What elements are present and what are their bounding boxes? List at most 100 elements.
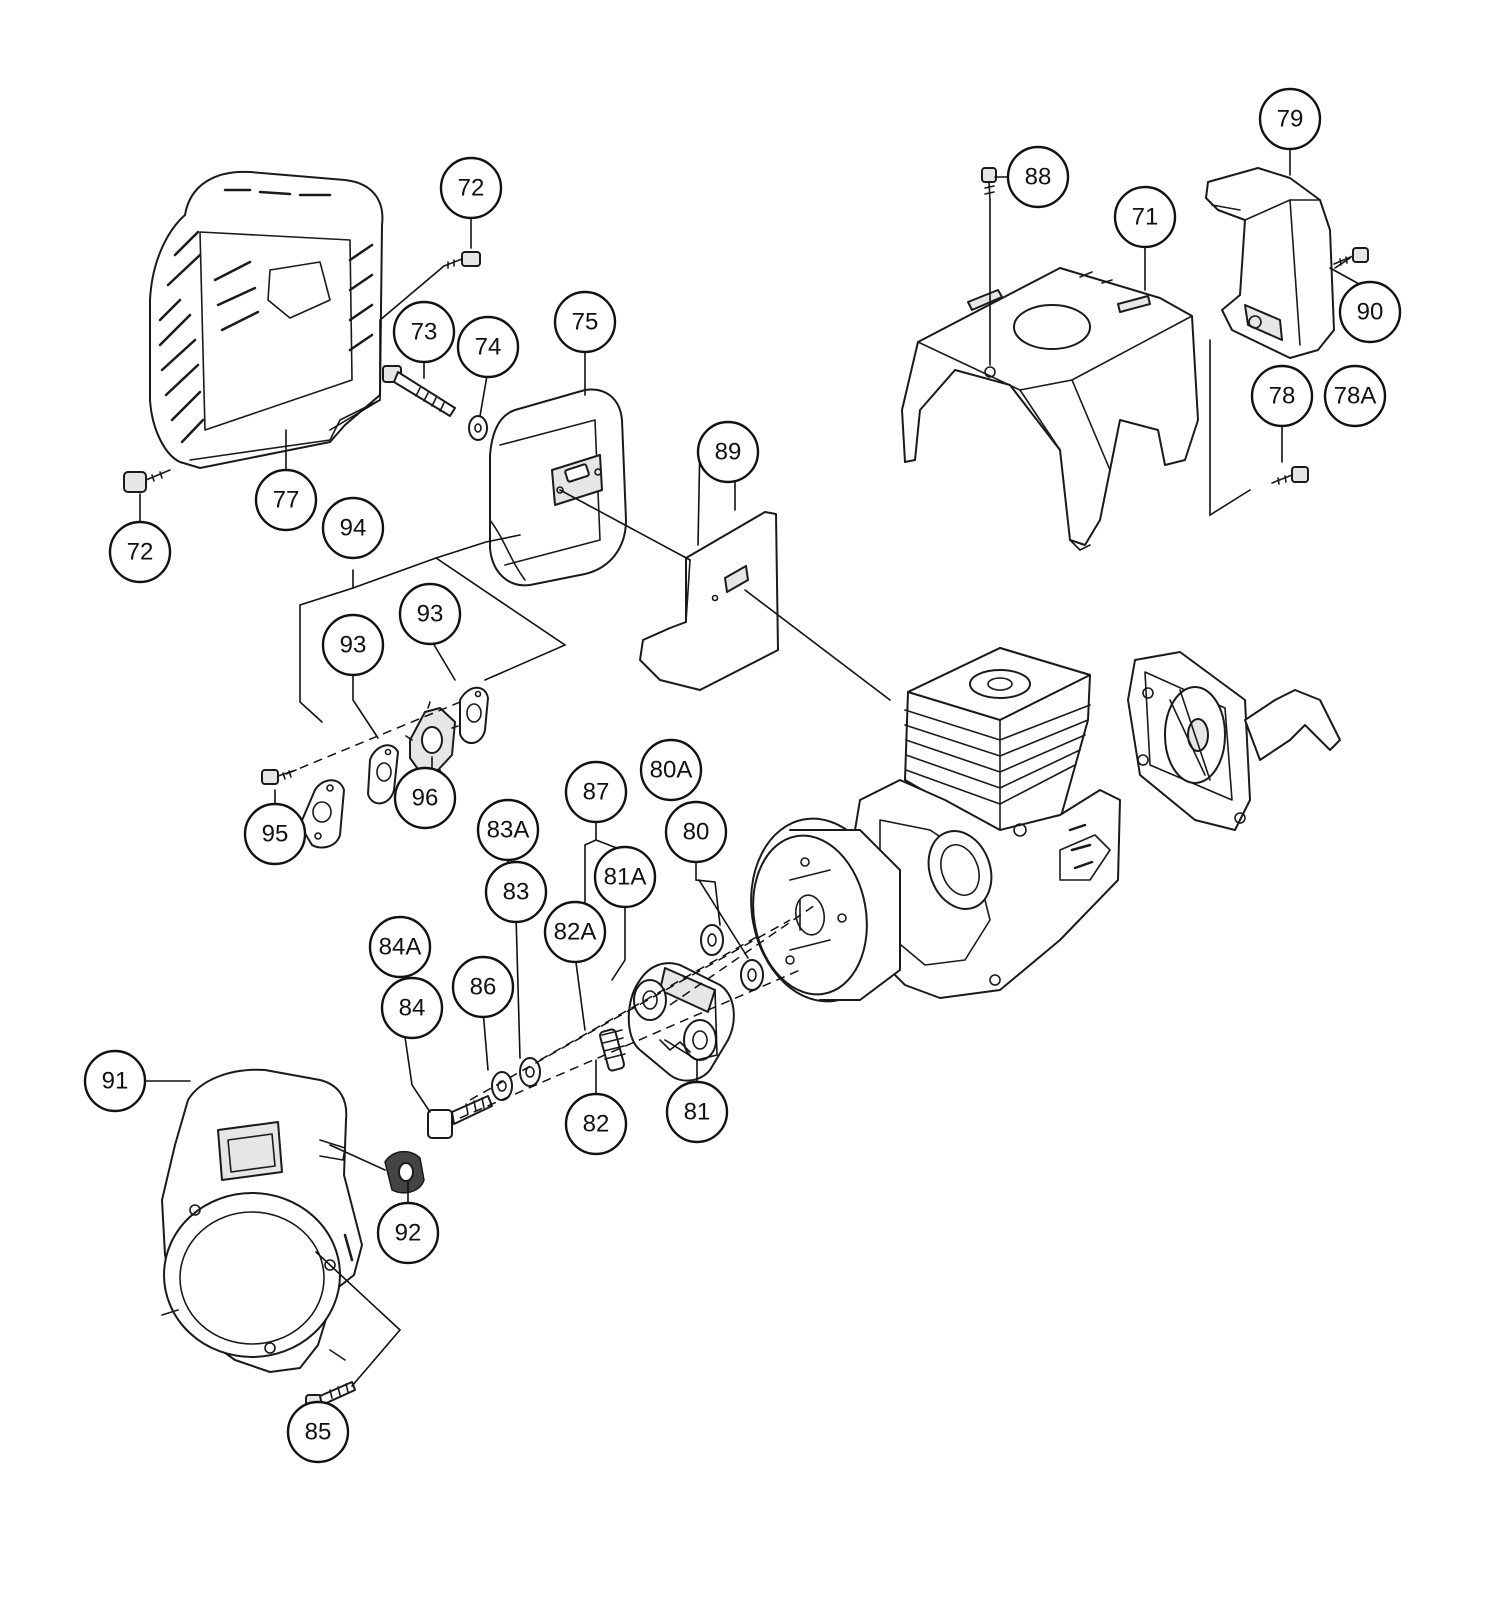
callout-label: 78A (1334, 383, 1377, 410)
callout-label: 79 (1277, 106, 1304, 133)
callout-label: 77 (273, 487, 300, 514)
callout-71: 71 (1113, 185, 1177, 249)
callout-label: 96 (412, 785, 439, 812)
callout-92: 92 (376, 1201, 440, 1265)
fan-housing-91-part (161, 1068, 363, 1373)
callout-circle (1113, 185, 1177, 249)
callout-circle (639, 738, 703, 802)
callout-circle (451, 955, 515, 1019)
callout-label: 83 (503, 879, 530, 906)
washer-80a-part (700, 924, 724, 956)
callout-79: 79 (1258, 87, 1322, 151)
callout-label: 72 (458, 175, 485, 202)
callout-label: 84 (399, 995, 426, 1022)
muffler-75-part (489, 388, 627, 587)
callout-label: 71 (1132, 204, 1159, 231)
callout-circle (243, 802, 307, 866)
callout-82: 82 (564, 1092, 628, 1156)
callout-circle (393, 766, 457, 830)
callout-label: 89 (715, 439, 742, 466)
callout-circle (108, 520, 172, 584)
callout-72: 72 (108, 520, 172, 584)
screw-95-part (261, 769, 297, 785)
callout-label: 81A (604, 864, 647, 891)
callout-circle (1258, 87, 1322, 151)
callout-circle (664, 800, 728, 864)
leader-lines (139, 141, 1371, 1411)
flywheel-part (750, 817, 901, 1003)
callout-circle (321, 496, 385, 560)
callout-label: 95 (262, 821, 289, 848)
cylinder-shroud-71-part (901, 267, 1199, 551)
callout-circle (321, 613, 385, 677)
callout-93: 93 (398, 582, 462, 646)
gasket-93-right-part (459, 686, 489, 744)
callout-87: 87 (564, 760, 628, 824)
callout-circle (286, 1400, 350, 1464)
callout-circle (398, 582, 462, 646)
callout-86: 86 (451, 955, 515, 1019)
callout-label: 73 (411, 319, 438, 346)
bolt-73-part (382, 365, 456, 417)
callout-label: 74 (475, 334, 502, 361)
callout-label: 75 (572, 309, 599, 336)
callout-84: 84 (380, 976, 444, 1040)
callout-91: 91 (83, 1049, 147, 1113)
callout-circle (1006, 145, 1070, 209)
intake-flange-94-part (299, 779, 345, 849)
callout-88: 88 (1006, 145, 1070, 209)
callout-label: 80A (650, 757, 693, 784)
washer-86-part (491, 1071, 513, 1101)
screw-72-top-part (443, 251, 481, 269)
callout-circle (376, 1201, 440, 1265)
callout-circle (83, 1049, 147, 1113)
callout-82a: 82A (543, 900, 607, 964)
cover-79-part (1205, 167, 1335, 359)
callout-circle (254, 468, 318, 532)
callout-78: 78 (1250, 364, 1314, 428)
callout-label: 94 (340, 515, 367, 542)
callout-label: 92 (395, 1220, 422, 1247)
callout-90: 90 (1338, 280, 1402, 344)
callout-75: 75 (553, 290, 617, 354)
washer-74-part (468, 415, 488, 441)
callout-label: 91 (102, 1068, 129, 1095)
callout-label: 80 (683, 819, 710, 846)
callout-bubbles: 72 72 73 74 75 77 89 88 71 79 90 78 78A 94 93 93 96 95 87 8… (83, 87, 1402, 1464)
washer-83-part (519, 1057, 541, 1087)
callout-label: 83A (487, 817, 530, 844)
callout-circle (1250, 364, 1314, 428)
callout-label: 85 (305, 1419, 332, 1446)
screw-72-bottom-part (123, 469, 171, 493)
callout-85: 85 (286, 1400, 350, 1464)
callout-circle (484, 860, 548, 924)
callout-81a: 81A (593, 845, 657, 909)
callout-84a: 84A (368, 915, 432, 979)
screw-90-part (1333, 247, 1369, 266)
callout-label: 90 (1357, 299, 1384, 326)
callout-circle (368, 915, 432, 979)
screw-78-part (1271, 466, 1309, 485)
callout-94: 94 (321, 496, 385, 560)
callout-89: 89 (696, 420, 760, 484)
callout-circle (564, 1092, 628, 1156)
callout-80: 80 (664, 800, 728, 864)
callout-77: 77 (254, 468, 318, 532)
callout-circle (1323, 364, 1387, 428)
callout-circle (392, 300, 456, 364)
callout-label: 84A (379, 934, 422, 961)
heat-shield-89-part (639, 511, 779, 691)
clutch-81-part (627, 962, 735, 1082)
recoil-starter-part (1127, 651, 1341, 831)
callout-95: 95 (243, 802, 307, 866)
callout-label: 93 (417, 601, 444, 628)
callout-label: 82 (583, 1111, 610, 1138)
bolt-84-part (427, 1095, 493, 1139)
callout-73: 73 (392, 300, 456, 364)
assembly-axis-lines (285, 699, 816, 1119)
callout-80a: 80A (639, 738, 703, 802)
callout-circle (665, 1080, 729, 1144)
callout-circle (564, 760, 628, 824)
callout-label: 93 (340, 632, 367, 659)
callout-label: 81 (684, 1099, 711, 1126)
